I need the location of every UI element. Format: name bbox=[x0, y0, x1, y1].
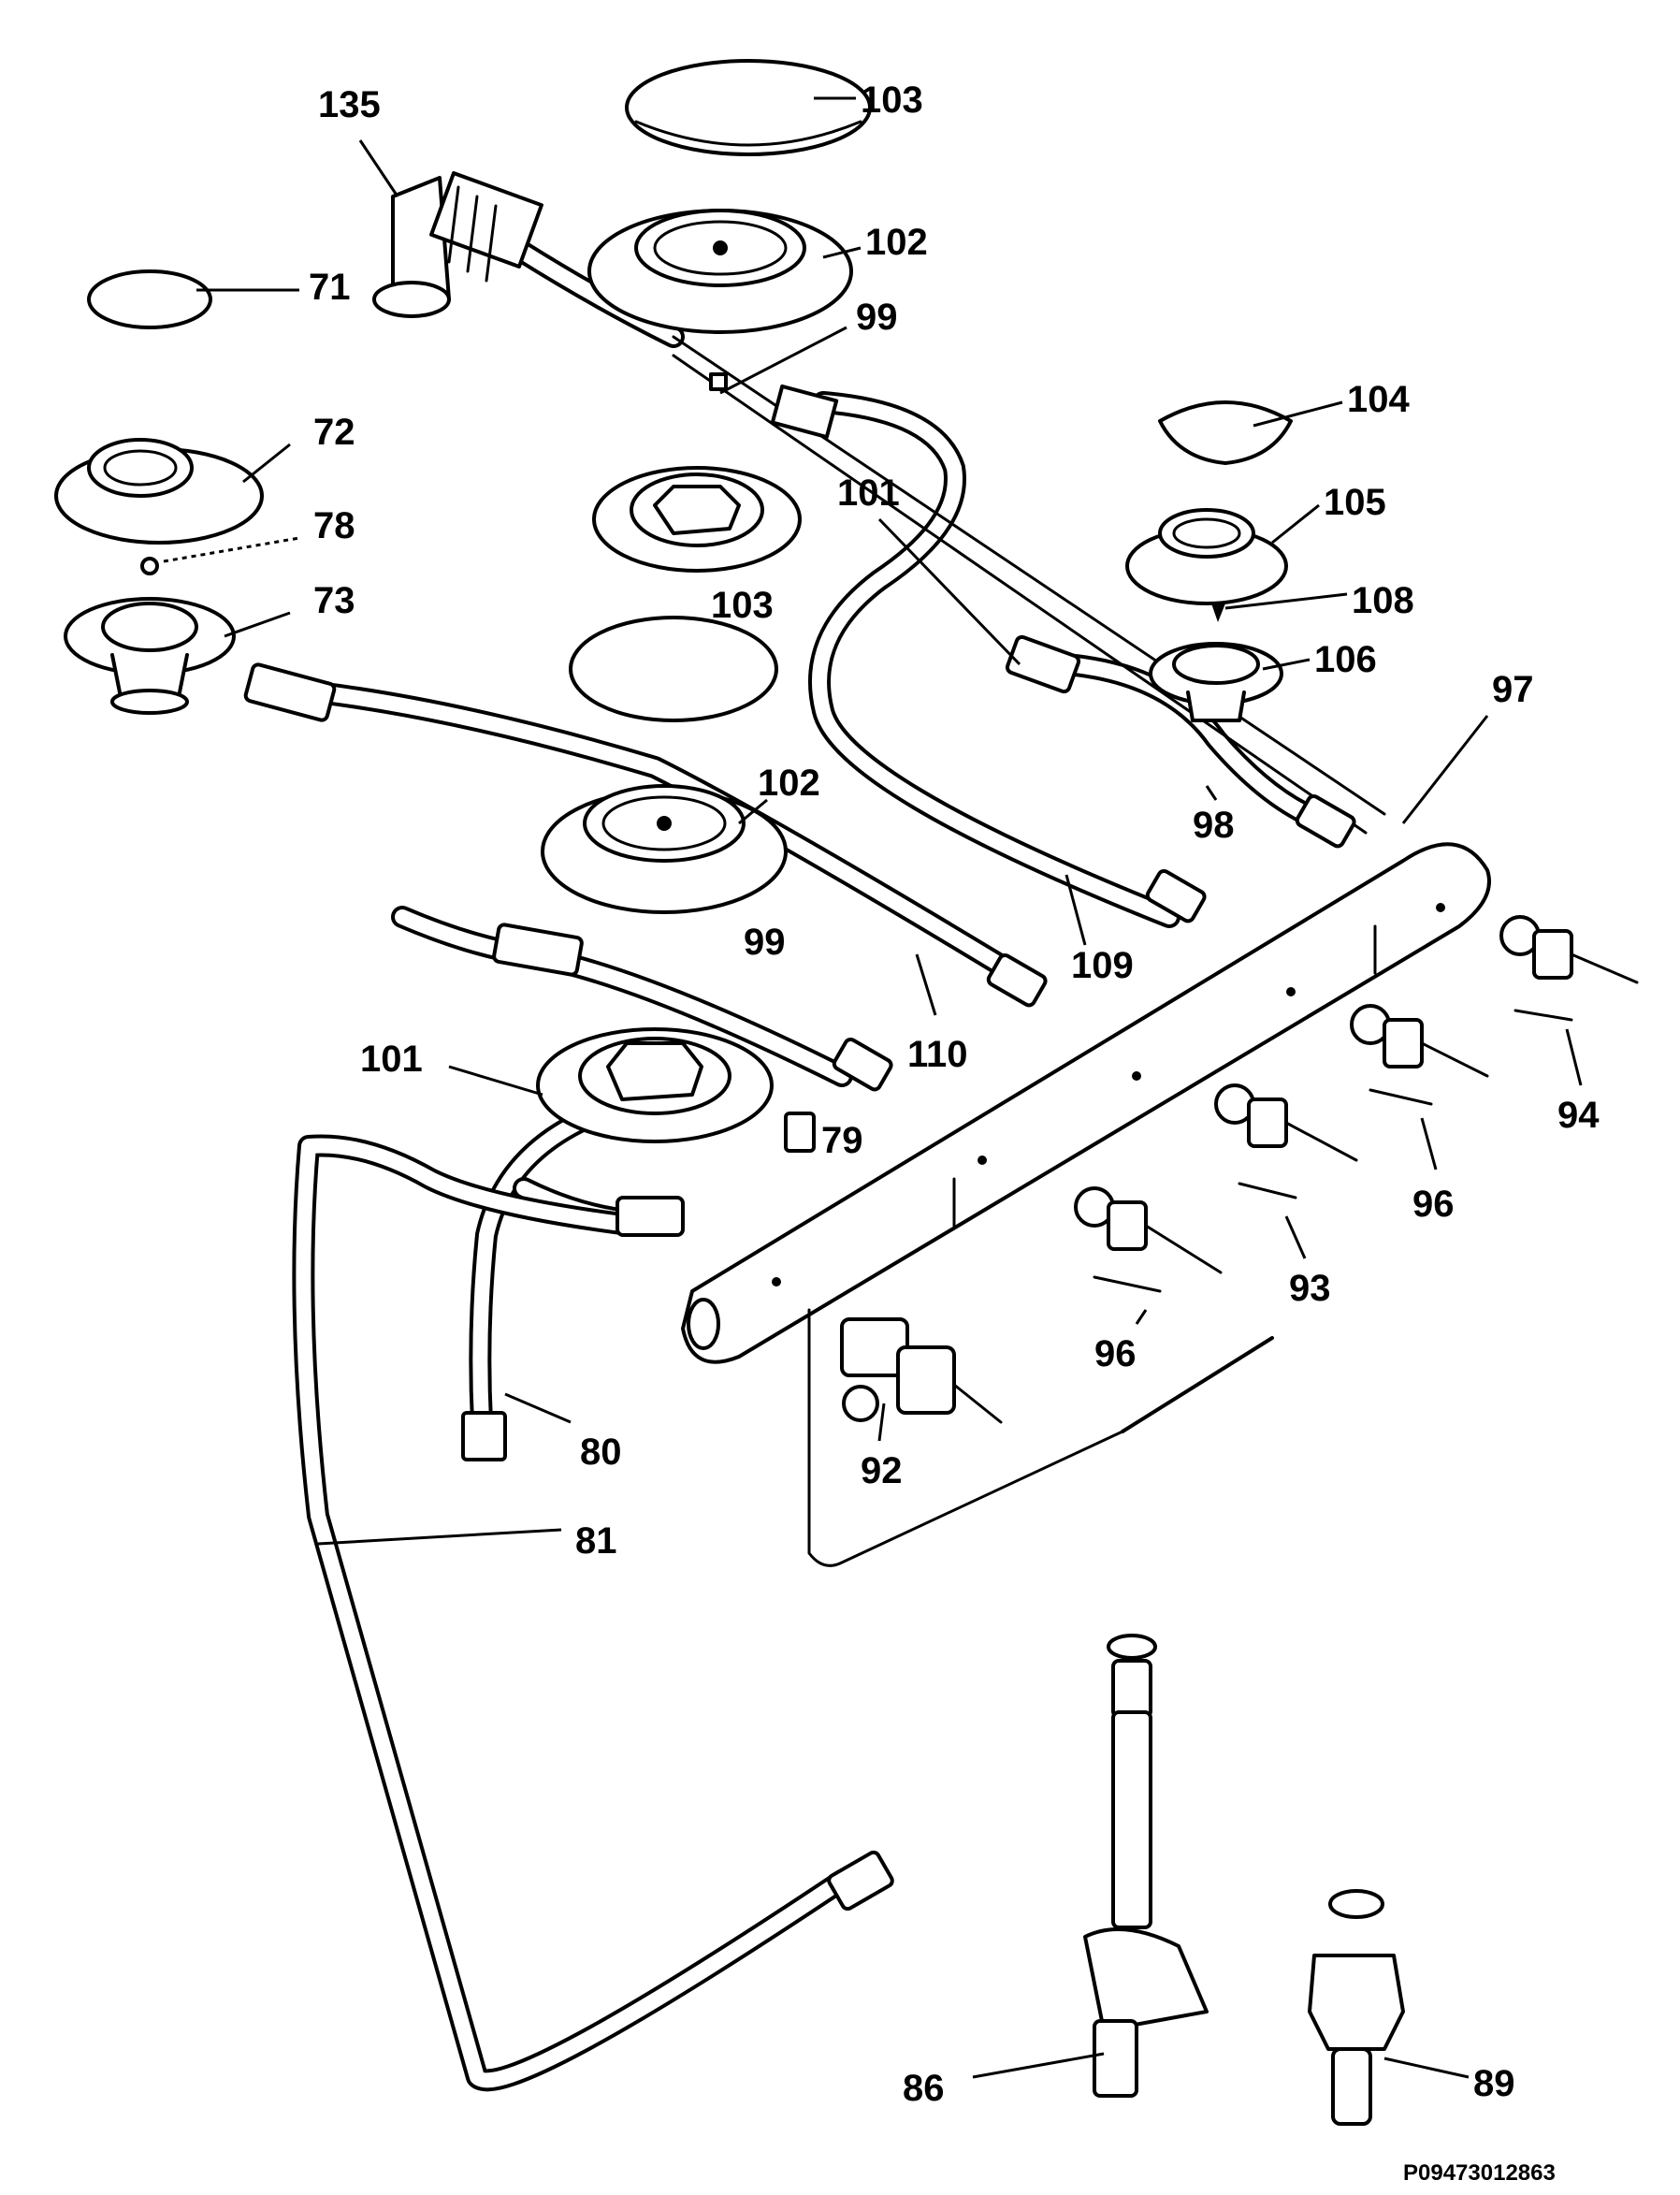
callout-101-mid: 101 bbox=[837, 472, 900, 514]
callout-104: 104 bbox=[1347, 379, 1410, 420]
injector-needle bbox=[1211, 603, 1225, 622]
callout-97: 97 bbox=[1492, 669, 1534, 710]
callout-71: 71 bbox=[309, 267, 351, 308]
burner-cup-rapid bbox=[1149, 642, 1283, 722]
callout-96-left: 96 bbox=[1094, 1333, 1137, 1374]
manifold-bar bbox=[681, 842, 1491, 1364]
callout-102-mid: 102 bbox=[758, 763, 820, 804]
callout-101-low: 101 bbox=[360, 1039, 423, 1080]
gas-valves bbox=[807, 915, 1639, 1567]
burner-head-mid bbox=[541, 784, 788, 914]
burner-cap-small bbox=[87, 269, 212, 329]
callout-103-top: 103 bbox=[861, 80, 923, 121]
callout-80: 80 bbox=[580, 1432, 622, 1473]
burner-cap-mid bbox=[569, 616, 778, 722]
elbow-connector bbox=[372, 171, 543, 318]
callout-106: 106 bbox=[1314, 639, 1377, 680]
pipe-fittings bbox=[243, 634, 1356, 1912]
callout-73: 73 bbox=[313, 580, 355, 621]
valve-96-left bbox=[1074, 1186, 1223, 1293]
leader-lines bbox=[163, 96, 1583, 2079]
callout-94: 94 bbox=[1557, 1095, 1600, 1136]
callout-92: 92 bbox=[861, 1450, 903, 1491]
valve-96-right bbox=[1350, 1004, 1489, 1106]
callout-81: 81 bbox=[575, 1520, 617, 1562]
hose-connector bbox=[1308, 1889, 1405, 2126]
valve-94 bbox=[1499, 915, 1639, 1022]
valve-92 bbox=[807, 1308, 1274, 1567]
callout-79: 79 bbox=[821, 1120, 863, 1161]
callout-135: 135 bbox=[318, 84, 381, 125]
fixing-screw bbox=[140, 557, 159, 575]
callout-99-top: 99 bbox=[856, 297, 898, 338]
callout-103-mid: 103 bbox=[711, 585, 774, 626]
gas-inlet-tap bbox=[1083, 1634, 1209, 2098]
burner-cap-rapid bbox=[1158, 400, 1293, 465]
callout-110: 110 bbox=[907, 1034, 968, 1075]
callout-108: 108 bbox=[1352, 580, 1414, 621]
callout-96-right: 96 bbox=[1412, 1184, 1455, 1225]
callout-86: 86 bbox=[903, 2068, 945, 2109]
burner-head-top bbox=[587, 209, 853, 334]
reference-code: P09473012863 bbox=[1403, 2160, 1556, 2186]
burner-cup-front bbox=[536, 1027, 774, 1143]
valve-93 bbox=[1214, 1083, 1358, 1199]
burner-cup-auxiliary bbox=[64, 597, 236, 715]
callout-72: 72 bbox=[313, 412, 355, 453]
callout-78: 78 bbox=[313, 505, 355, 546]
callout-99-mid: 99 bbox=[744, 922, 786, 963]
callout-89: 89 bbox=[1473, 2063, 1515, 2104]
burner-head-rapid bbox=[1125, 508, 1288, 605]
callout-93: 93 bbox=[1289, 1268, 1331, 1309]
callout-109: 109 bbox=[1071, 945, 1134, 986]
injector-nozzle-top bbox=[709, 372, 839, 440]
callout-105: 105 bbox=[1324, 482, 1386, 523]
burner-cap-top bbox=[625, 59, 872, 156]
callout-98: 98 bbox=[1193, 805, 1235, 846]
callout-102-top: 102 bbox=[865, 222, 928, 263]
burner-head-auxiliary bbox=[54, 438, 264, 545]
callout-labels: 135 103 102 71 99 104 72 101 105 78 73 1… bbox=[309, 80, 1600, 2186]
burner-cup-top bbox=[592, 466, 802, 573]
